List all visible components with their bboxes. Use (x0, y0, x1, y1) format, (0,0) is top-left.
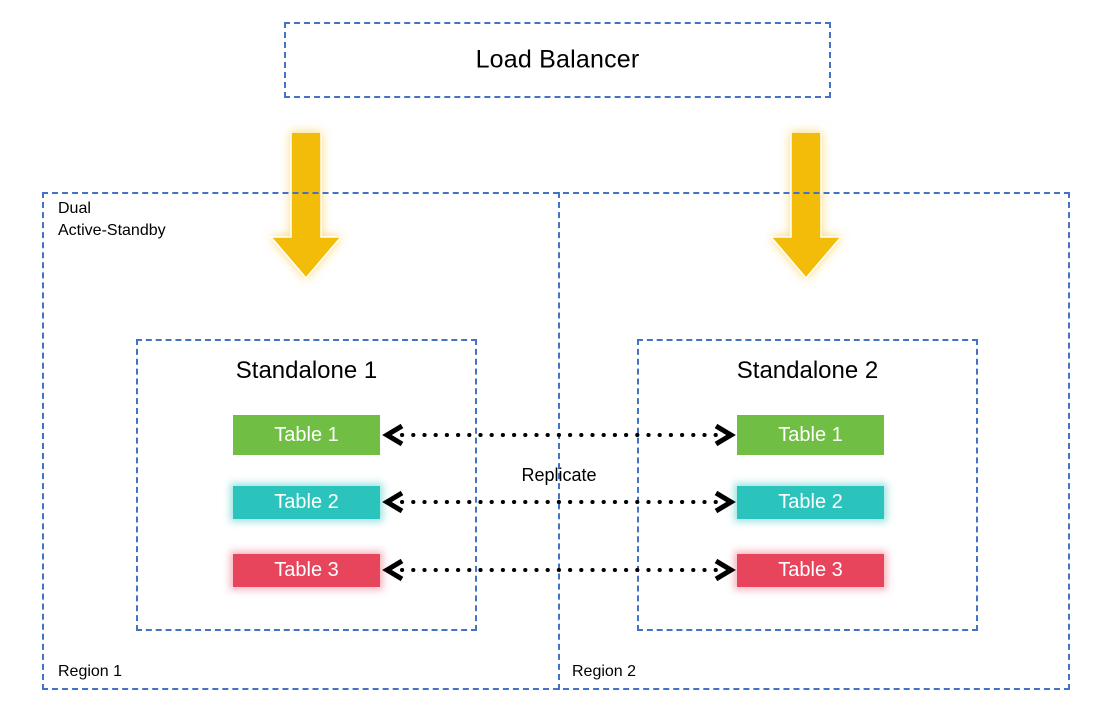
standalone-2-table-1: Table 1 (737, 415, 884, 455)
replicate-arrow-table-1 (380, 422, 738, 448)
standalone-2-box: Standalone 2 (637, 339, 978, 631)
dual-active-standby-label: Dual Active-Standby (58, 200, 166, 239)
load-balancer-box: Load Balancer (284, 22, 831, 98)
standalone-2-title: Standalone 2 (736, 357, 879, 384)
load-balancer-label: Load Balancer (475, 45, 640, 74)
standalone-2-table-3: Table 3 (737, 554, 884, 587)
standalone-1-title: Standalone 1 (235, 357, 378, 384)
replicate-arrow-table-2 (380, 489, 738, 515)
standalone-1-table-1: Table 1 (233, 415, 380, 455)
standalone-2-table-2: Table 2 (737, 486, 884, 519)
region-divider (558, 192, 560, 690)
replicate-arrow-table-3 (380, 557, 738, 583)
dual-active-standby-container (42, 192, 1070, 690)
down-arrow-icon-region-1 (270, 132, 342, 279)
replicate-label: Replicate (521, 465, 597, 485)
region-1-label: Region 1 (58, 663, 123, 680)
standalone-1-table-2: Table 2 (233, 486, 380, 519)
down-arrow-icon-region-2 (770, 132, 842, 279)
standalone-1-box: Standalone 1 (136, 339, 477, 631)
standalone-1-table-3: Table 3 (233, 554, 380, 587)
region-2-label: Region 2 (572, 663, 637, 680)
